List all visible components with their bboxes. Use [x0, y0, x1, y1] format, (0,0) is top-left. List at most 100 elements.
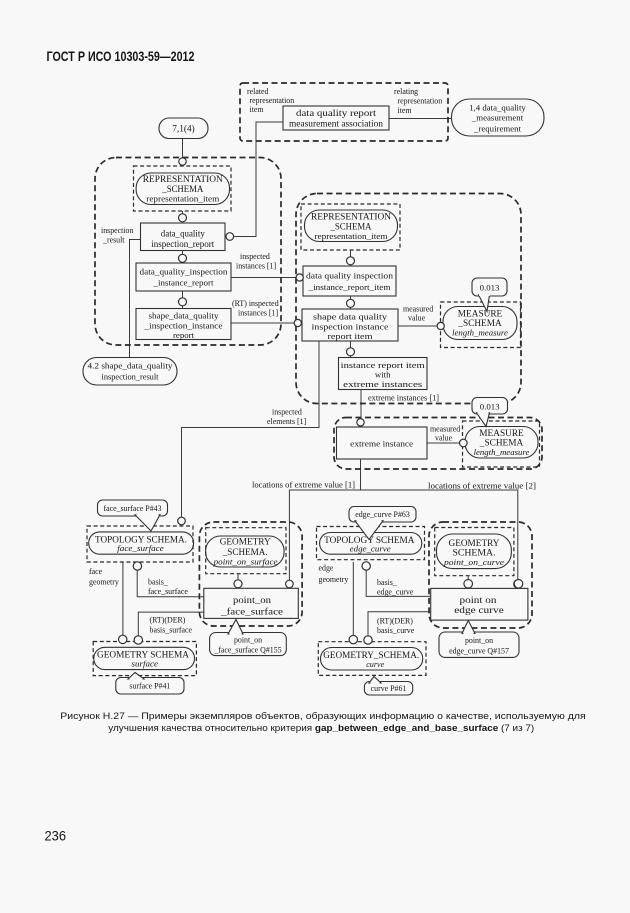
svg-text:face: face	[89, 567, 103, 576]
svg-text:report: report	[173, 330, 195, 340]
svg-text:inspection instance: inspection instance	[312, 322, 389, 332]
svg-text:_inspection_instance: _inspection_instance	[143, 321, 222, 331]
svg-text:elements [1]: elements [1]	[267, 417, 307, 426]
svg-text:shape_data_quality: shape_data_quality	[149, 311, 220, 321]
svg-text:Рисунок Н.27 — Примеры экземпл: Рисунок Н.27 — Примеры экземпляров объек…	[60, 711, 585, 722]
svg-text:data quality report: data quality report	[296, 109, 376, 119]
svg-text:basis_: basis_	[148, 578, 168, 587]
svg-text:extreme instances [1]: extreme instances [1]	[368, 394, 439, 403]
svg-text:face_surface: face_surface	[117, 543, 164, 553]
svg-text:inspected: inspected	[240, 252, 270, 261]
svg-text:edge curve: edge curve	[454, 606, 504, 616]
svg-text:data_quality_inspection: data_quality_inspection	[140, 267, 229, 277]
svg-text:representation: representation	[250, 96, 295, 105]
svg-text:value: value	[408, 314, 426, 323]
svg-text:representation_item: representation_item	[315, 231, 388, 241]
svg-text:instances [1]: instances [1]	[238, 309, 278, 318]
svg-text:item: item	[398, 106, 413, 115]
svg-text:instances [1]: instances [1]	[236, 262, 276, 271]
svg-text:edge_curve: edge_curve	[350, 544, 391, 554]
svg-text:_SCHEMA: _SCHEMA	[330, 223, 372, 233]
svg-text:length_measure: length_measure	[452, 328, 508, 338]
svg-text:inspected: inspected	[272, 408, 302, 417]
svg-text:_SCHEMA: _SCHEMA	[479, 439, 524, 449]
svg-text:point on: point on	[460, 596, 497, 606]
svg-text:curve P#61: curve P#61	[371, 684, 407, 693]
svg-text:point_on: point_on	[233, 596, 271, 606]
svg-text:7,1(4): 7,1(4)	[172, 124, 194, 135]
svg-text:locations of extreme value [2]: locations of extreme value [2]	[428, 482, 536, 491]
svg-text:0.013: 0.013	[480, 283, 500, 293]
svg-text:surface: surface	[132, 659, 159, 669]
svg-text:_face_surface Q#155: _face_surface Q#155	[213, 646, 281, 655]
svg-text:point_on: point_on	[234, 636, 262, 645]
svg-text:REPRESENTATION: REPRESENTATION	[311, 213, 391, 223]
svg-text:REPRESENTATION: REPRESENTATION	[143, 175, 223, 185]
svg-text:_SCHEMA.: _SCHEMA.	[222, 548, 268, 558]
svg-text:_SCHEMA: _SCHEMA	[161, 185, 203, 195]
svg-text:face_surface P#43: face_surface P#43	[103, 504, 161, 513]
svg-text:edge_curve: edge_curve	[377, 588, 414, 597]
svg-text:edge: edge	[319, 564, 334, 573]
svg-text:SCHEMA.: SCHEMA.	[453, 549, 496, 559]
svg-text:relating: relating	[394, 87, 418, 96]
svg-text:_SCHEMA: _SCHEMA	[457, 319, 502, 329]
svg-text:4.2 shape_data_quality: 4.2 shape_data_quality	[88, 361, 174, 371]
svg-text:basis_surface: basis_surface	[150, 626, 193, 635]
svg-text:inspection_report: inspection_report	[151, 240, 214, 250]
svg-text:236: 236	[45, 828, 67, 844]
svg-text:instance report item: instance report item	[341, 360, 425, 370]
svg-text:related: related	[247, 87, 269, 96]
svg-text:data_quality: data_quality	[161, 230, 205, 240]
svg-text:with: with	[375, 370, 391, 380]
svg-text:ГОСТ Р ИСО 10303-59—2012: ГОСТ Р ИСО 10303-59—2012	[47, 48, 195, 64]
svg-text:measured: measured	[403, 305, 433, 314]
svg-text:point_on_surface: point_on_surface	[212, 558, 278, 567]
svg-text:GEOMETRY SCHEMA: GEOMETRY SCHEMA	[97, 651, 189, 661]
svg-text:representation: representation	[398, 97, 443, 106]
svg-text:geometry: geometry	[89, 578, 119, 587]
svg-text:representation_item: representation_item	[146, 194, 219, 204]
svg-text:GEOMETRY: GEOMETRY	[220, 538, 271, 548]
svg-text:point_on: point_on	[465, 636, 493, 645]
svg-text:data quality inspection: data quality inspection	[306, 271, 394, 281]
svg-text:face_surface: face_surface	[148, 587, 188, 596]
svg-text:_result: _result	[102, 236, 125, 245]
svg-text:measurement association: measurement association	[289, 120, 383, 130]
svg-text:_face_surface: _face_surface	[220, 607, 283, 618]
svg-text:locations of extreme value [1]: locations of extreme value [1]	[252, 481, 355, 490]
svg-text:улучшения качества относительн: улучшения качества относительно критерия…	[108, 723, 534, 734]
svg-text:1,4 data_quality: 1,4 data_quality	[469, 103, 526, 113]
svg-text:surface P#41: surface P#41	[129, 682, 170, 691]
svg-text:(RT) inspected: (RT) inspected	[232, 299, 279, 308]
svg-text:edge_curve Q#157: edge_curve Q#157	[449, 647, 509, 656]
svg-text:TOPOLOGY SCHEMA: TOPOLOGY SCHEMA	[324, 536, 415, 546]
svg-text:(RT)(DER): (RT)(DER)	[377, 617, 413, 626]
svg-text:_instance_report: _instance_report	[152, 278, 214, 288]
svg-text:basis_curve: basis_curve	[377, 626, 415, 635]
svg-text:(RT)(DER): (RT)(DER)	[150, 616, 186, 625]
svg-text:GEOMETRY: GEOMETRY	[449, 539, 500, 549]
svg-text:_requirement: _requirement	[473, 124, 521, 134]
svg-text:extreme instance: extreme instance	[350, 439, 413, 449]
svg-text:_measurement: _measurement	[471, 113, 524, 123]
svg-text:MEASURE: MEASURE	[479, 429, 524, 439]
svg-text:0.013: 0.013	[480, 402, 500, 412]
svg-text:curve: curve	[366, 659, 384, 669]
svg-text:edge_curve P#63: edge_curve P#63	[355, 510, 410, 519]
svg-text:GEOMETRY_SCHEMA.: GEOMETRY_SCHEMA.	[323, 651, 419, 661]
svg-text:basis_: basis_	[377, 578, 397, 587]
svg-text:shape data quality: shape data quality	[313, 312, 388, 322]
svg-text:value: value	[435, 434, 453, 443]
svg-text:TOPOLOGY SCHEMA.: TOPOLOGY SCHEMA.	[95, 536, 187, 546]
svg-text:inspection: inspection	[101, 226, 133, 235]
svg-text:item: item	[250, 105, 265, 114]
svg-text:report item: report item	[328, 331, 373, 341]
svg-text:length_measure: length_measure	[474, 447, 530, 457]
svg-text:point_on_curve: point_on_curve	[443, 558, 505, 567]
svg-text:extreme instances: extreme instances	[343, 379, 423, 389]
svg-text:geometry: geometry	[319, 575, 349, 584]
svg-text:inspection_result: inspection_result	[102, 372, 160, 382]
svg-text:MEASURE: MEASURE	[458, 310, 503, 320]
svg-text:measured: measured	[430, 425, 460, 434]
